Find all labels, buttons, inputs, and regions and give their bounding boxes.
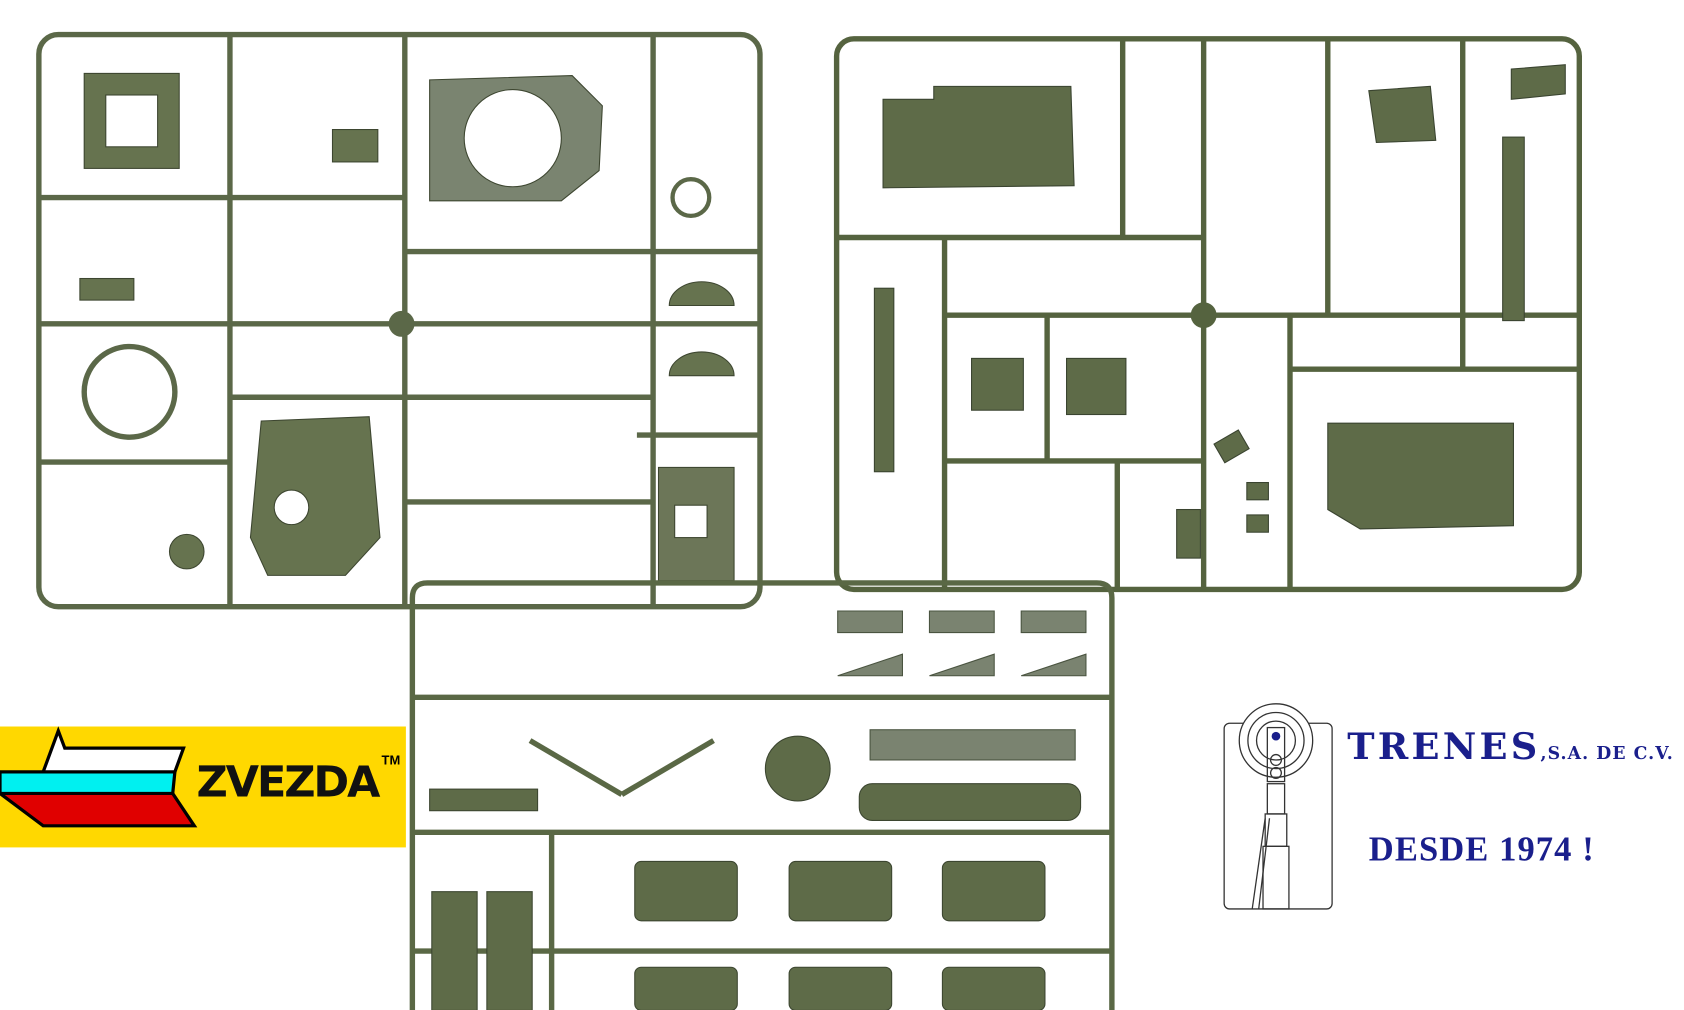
- trademark-symbol: TM: [381, 752, 401, 768]
- zvezda-star-flag-icon: [0, 726, 198, 828]
- sprue-frame-a: [36, 31, 763, 610]
- sprue-frame-b: [833, 36, 1583, 593]
- zvezda-wordmark: ZVEZDA: [196, 757, 380, 808]
- signal-tower-icon: [1223, 703, 1333, 910]
- company-suffix: ,S.A. DE C.V.: [1540, 742, 1674, 764]
- trenes-logo: TRENES,S.A. DE C.V. DESDE 1974 !: [1220, 700, 1684, 916]
- trenes-name: TRENES: [1347, 725, 1541, 769]
- trenes-wordmark: TRENES,S.A. DE C.V.: [1347, 723, 1674, 777]
- sprue-frame-c: [409, 580, 1115, 1010]
- zvezda-logo: ZVEZDA TM: [0, 726, 406, 848]
- zvezda-wordmark-group: ZVEZDA TM: [196, 752, 400, 809]
- tagline: DESDE 1974 !: [1368, 829, 1595, 868]
